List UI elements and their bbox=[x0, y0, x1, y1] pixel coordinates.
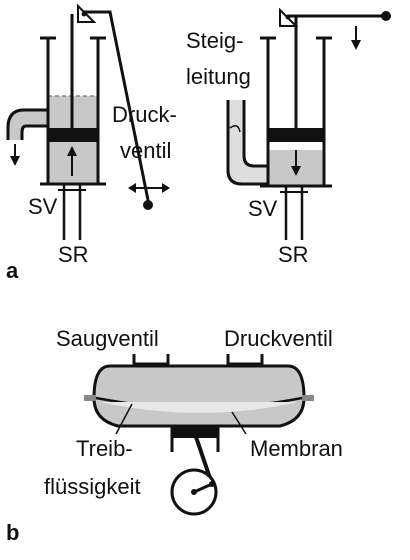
label-saugventil: Saugventil bbox=[56, 326, 159, 351]
piston-right bbox=[268, 128, 324, 142]
label-treibfluessigkeit-2: flüssigkeit bbox=[44, 474, 141, 499]
label-sv-right: SV bbox=[248, 196, 278, 221]
force-pump bbox=[226, 7, 391, 240]
piston-left bbox=[48, 128, 98, 142]
panel-label-a: a bbox=[6, 258, 19, 283]
drive-piston bbox=[172, 426, 218, 438]
lift-pump-suction bbox=[6, 3, 170, 240]
label-membran: Membran bbox=[250, 436, 343, 461]
pressure-valve-stub bbox=[226, 354, 264, 366]
label-druckventil-2: ventil bbox=[120, 138, 171, 163]
pump-lever-left bbox=[84, 10, 150, 201]
label-sr-left: SR bbox=[58, 242, 89, 267]
label-steigleitung-1: Steig- bbox=[186, 28, 243, 53]
suction-valve-stub bbox=[132, 354, 170, 366]
label-treibfluessigkeit-1: Treib- bbox=[76, 436, 133, 461]
label-sv-left: SV bbox=[28, 194, 58, 219]
label-druckventil-1: Druck- bbox=[112, 102, 177, 127]
panel-label-b: b bbox=[6, 520, 19, 545]
label-druckventil-b: Druckventil bbox=[224, 326, 333, 351]
label-steigleitung-2: leitung bbox=[186, 64, 251, 89]
label-sr-right: SR bbox=[278, 242, 309, 267]
diaphragm-pump bbox=[84, 354, 314, 516]
